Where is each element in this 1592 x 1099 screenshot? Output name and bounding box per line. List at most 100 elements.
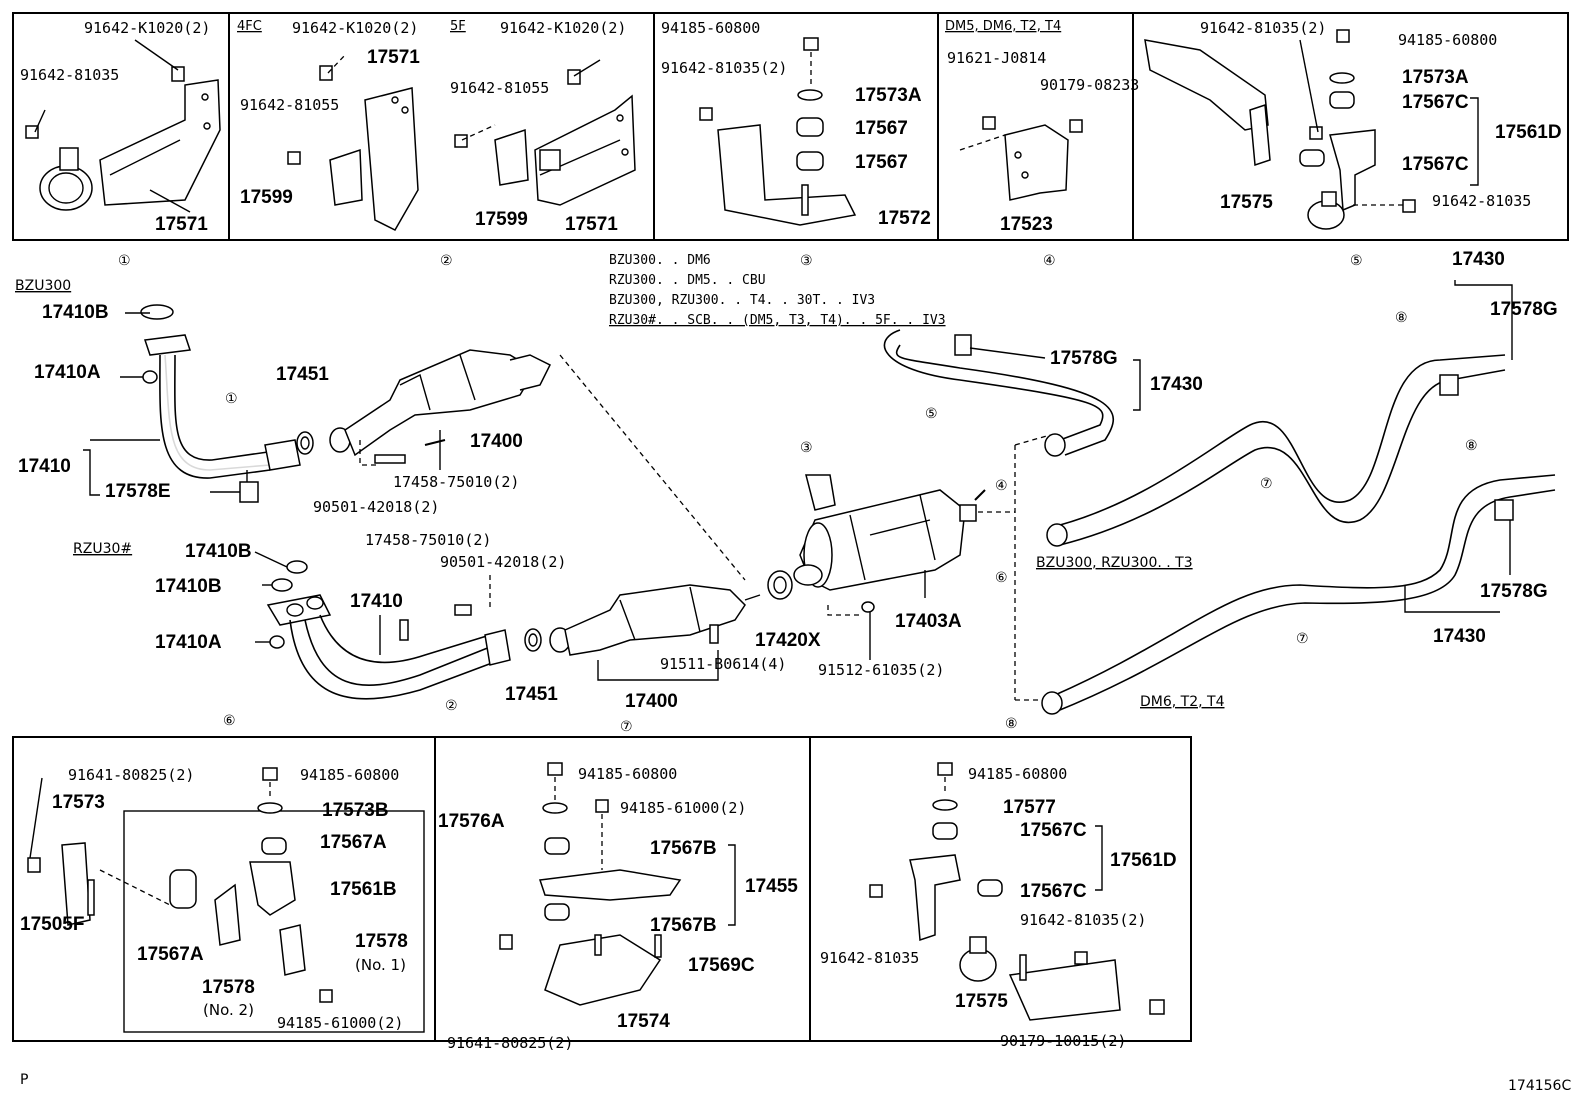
label-91641-80825-a: 91641-80825(2) [68,766,194,784]
label-17567c-d: 17567C [1020,881,1087,902]
label-17400-b: 17400 [625,691,678,712]
callout-2-pipe: ② [445,698,458,714]
label-17578-no2: 17578 [202,977,255,998]
label-17410b-a: 17410B [42,302,109,323]
label-91642-81055-a: 91642-81055 [240,96,339,114]
label-17523: 17523 [1000,214,1053,235]
label-90179-08233: 90179-08233 [1040,76,1139,94]
label-91642-81035-2-c: 91642-81035(2) [1020,911,1146,929]
label-17571-b: 17571 [367,47,420,68]
label-91642-k1020-a: 91642-K1020(2) [84,19,210,37]
label-90501-42018-b: 90501-42018(2) [440,553,566,571]
label-17410b-b: 17410B [185,541,252,562]
label-17410-b: 17410 [350,591,403,612]
callout-1-pipe: ① [225,391,238,407]
label-17561d-a: 17561D [1495,122,1562,143]
diagram-id: 174156C [1508,1078,1571,1094]
rzu30-front-pipe [254,551,511,700]
label-17574: 17574 [617,1011,670,1032]
label-17561b: 17561B [330,879,397,900]
tail-pipe-upper [883,329,1115,457]
label-94185-60800-b: 94185-60800 [1398,31,1497,49]
label-91642-k1020-b: 91642-K1020(2) [292,19,418,37]
label-17410-a: 17410 [18,456,71,477]
label-17567c-b: 17567C [1402,154,1469,175]
label-17430-b: 17430 [1452,249,1505,270]
label-17458-75010-b: 17458-75010(2) [365,531,491,549]
label-91642-81035-b: 91642-81035 [1432,192,1531,210]
callout-2: ② [440,253,453,269]
corner-mark-p: P [20,1072,28,1088]
label-17567c-c: 17567C [1020,820,1087,841]
callout-1: ① [118,253,131,269]
label-17430-c: 17430 [1433,626,1486,647]
callout-7-bottom: ⑦ [620,719,633,735]
label-17573b: 17573B [322,800,389,821]
label-17451-a: 17451 [276,364,329,385]
label-91621-j0814: 91621-J0814 [947,49,1046,67]
label-17569c: 17569C [688,955,755,976]
callout-7-lower: ⑦ [1296,631,1309,647]
label-91512-61035: 91512-61035(2) [818,661,944,679]
detail-3-mount [699,37,857,226]
note-4: RZU30#. . SCB. . (DM5, T3, T4). . 5F. . … [609,313,946,328]
label-17576a: 17576A [438,811,505,832]
label-90179-10015: 90179-10015(2) [1000,1032,1126,1050]
label-17575-a: 17575 [1220,192,1273,213]
label-17567c-a: 17567C [1402,92,1469,113]
label-17451-b: 17451 [505,684,558,705]
label-no1: (No. 1) [355,956,406,974]
label-17567a-b: 17567A [137,944,204,965]
label-17599-b: 17599 [475,209,528,230]
rzu30-catalytic-converter [549,584,761,656]
label-17505f: 17505F [20,914,84,935]
label-17567b-b: 17567B [650,915,717,936]
callout-4-muffler: ④ [995,478,1008,494]
top-detail-frame [12,12,1569,241]
label-no2: (No. 2) [203,1001,254,1019]
callout-5-pipe: ⑤ [925,406,938,422]
label-17571-c: 17571 [565,214,618,235]
label-90501-42018-a: 90501-42018(2) [313,498,439,516]
detail-1-bracket [25,39,221,213]
note-1: BZU300. . DM6 [609,253,711,268]
label-17599-a: 17599 [240,187,293,208]
label-17567b-a: 17567B [650,838,717,859]
variant-dm6-t2-t4: DM6, T2, T4 [1140,694,1225,710]
label-94185-60800-d: 94185-60800 [578,765,677,783]
label-94185-60800-c: 94185-60800 [300,766,399,784]
bottom-detail-2-mount [499,762,682,1006]
label-91642-81035-2-a: 91642-81035(2) [661,59,787,77]
label-17410a-a: 17410A [34,362,101,383]
label-17455: 17455 [745,876,798,897]
callout-8-bottom: ⑧ [1005,716,1018,732]
label-17571-a: 17571 [155,214,208,235]
label-17410b-c: 17410B [155,576,222,597]
label-17458-75010-a: 17458-75010(2) [393,473,519,491]
label-94185-60800-a: 94185-60800 [661,19,760,37]
label-91642-81035-c: 91642-81035 [820,949,919,967]
bottom-detail-3-mount [869,762,1165,1021]
label-17575-b: 17575 [955,991,1008,1012]
label-17578e: 17578E [105,481,171,502]
callout-7-upper: ⑦ [1260,476,1273,492]
label-91642-81035-a: 91642-81035 [20,66,119,84]
callout-8-upper: ⑧ [1395,310,1408,326]
label-17410a-b: 17410A [155,632,222,653]
label-91642-81055-b: 91642-81055 [450,79,549,97]
tail-pipe-bzu-t3 [1046,354,1506,547]
label-94185-60800-e: 94185-60800 [968,765,1067,783]
label-17573a-a: 17573A [855,85,922,106]
label-17403a: 17403A [895,611,962,632]
label-91511-b0614: 91511-B0614(4) [660,655,786,673]
label-17578g-b: 17578G [1490,299,1558,320]
note-3: BZU300, RZU300. . T4. . 30T. . IV3 [609,293,875,308]
callout-8-lower: ⑧ [1465,438,1478,454]
label-17567-a: 17567 [855,118,908,139]
detail-4-bracket [959,116,1083,201]
label-17578g-a: 17578G [1050,348,1118,369]
label-94185-61000-a: 94185-61000(2) [277,1014,403,1032]
bottom-detail-frame [12,736,1192,1042]
label-17567a-a: 17567A [320,832,387,853]
